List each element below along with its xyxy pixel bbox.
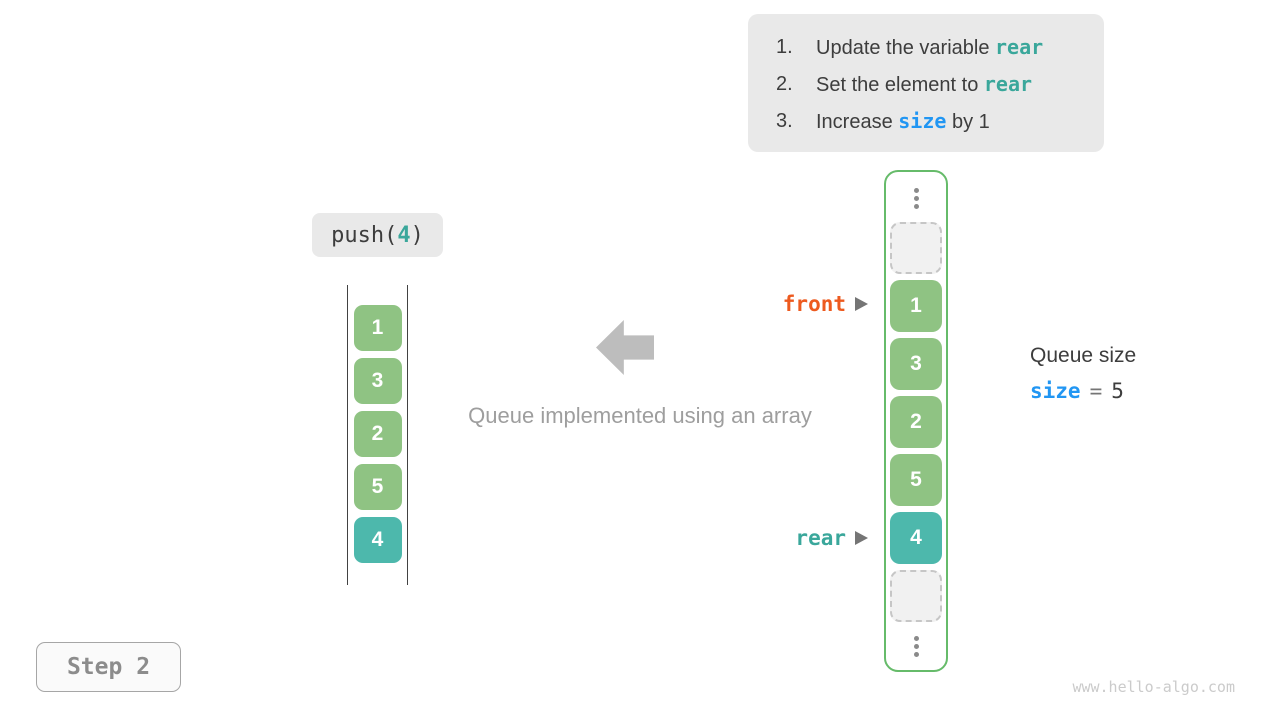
instruction-item: 2. Set the element to rear xyxy=(776,66,1104,103)
instruction-text: Set the element to rear xyxy=(816,66,1032,103)
instruction-text: Update the variable rear xyxy=(816,29,1043,66)
instruction-segment: by 1 xyxy=(946,111,990,133)
instruction-number: 2. xyxy=(776,73,793,95)
stack-cell: 2 xyxy=(353,411,402,457)
front-pointer-label: front xyxy=(782,292,846,316)
code-token: rear xyxy=(983,72,1033,96)
abstract-queue-stack: 1 3 2 5 4 xyxy=(347,285,408,585)
step-badge: Step 2 xyxy=(36,642,181,692)
rear-pointer: rear xyxy=(795,524,868,552)
dot xyxy=(913,635,919,641)
stack-cell: 3 xyxy=(353,358,402,404)
array-column: 1 3 2 5 4 xyxy=(884,170,948,672)
instruction-segment: Increase xyxy=(816,111,899,133)
vertical-ellipsis-icon xyxy=(913,180,919,216)
instruction-item: 3. Increase size by 1 xyxy=(776,103,1104,140)
instruction-segment: Set the element to xyxy=(816,74,984,96)
equals-sign: = xyxy=(1089,379,1103,403)
push-call-arg: 4 xyxy=(397,222,411,248)
queue-size-block: Queue size size = 5 xyxy=(1030,344,1136,403)
instruction-number: 1. xyxy=(776,36,793,58)
stack-cell: 5 xyxy=(353,464,402,510)
step-badge-label: Step 2 xyxy=(66,654,151,680)
push-call-label: push(4) xyxy=(312,213,443,257)
left-block-arrow-icon xyxy=(596,320,654,375)
dot xyxy=(913,651,919,657)
array-cell-empty xyxy=(890,222,942,274)
code-token: size xyxy=(898,109,947,133)
code-token: rear xyxy=(995,35,1044,59)
right-arrowhead-icon xyxy=(855,297,868,311)
instruction-text: Increase size by 1 xyxy=(816,103,990,140)
right-arrowhead-icon xyxy=(855,531,868,545)
dot xyxy=(913,195,919,201)
stack-cell: 4 xyxy=(353,517,402,563)
array-cell: 3 xyxy=(890,338,942,390)
queue-size-value-line: size = 5 xyxy=(1030,379,1136,403)
diagram-caption: Queue implemented using an array xyxy=(468,403,812,428)
dot xyxy=(913,203,919,209)
push-call-suffix: ) xyxy=(410,222,424,248)
front-pointer: front xyxy=(783,290,868,318)
array-cell: 1 xyxy=(890,280,942,332)
dot xyxy=(913,643,919,649)
instruction-panel: 1. Update the variable rear 2. Set the elem… xyxy=(748,14,1104,152)
instruction-item: 1. Update the variable rear xyxy=(776,29,1104,66)
instruction-segment: Update the variable xyxy=(816,37,996,59)
rear-pointer-label: rear xyxy=(795,526,846,550)
array-cell: 4 xyxy=(890,512,942,564)
array-cell: 5 xyxy=(890,454,942,506)
array-cell-empty xyxy=(890,570,942,622)
array-cell: 2 xyxy=(890,396,942,448)
vertical-ellipsis-icon xyxy=(913,628,919,664)
watermark: www.hello-algo.com xyxy=(1072,678,1235,696)
size-variable: size xyxy=(1030,379,1081,403)
instruction-number: 3. xyxy=(776,110,793,132)
stack-cell: 1 xyxy=(353,305,402,351)
dot xyxy=(913,187,919,193)
size-value: 5 xyxy=(1111,379,1124,403)
push-call-prefix: push( xyxy=(331,222,398,248)
queue-size-title: Queue size xyxy=(1030,344,1137,367)
